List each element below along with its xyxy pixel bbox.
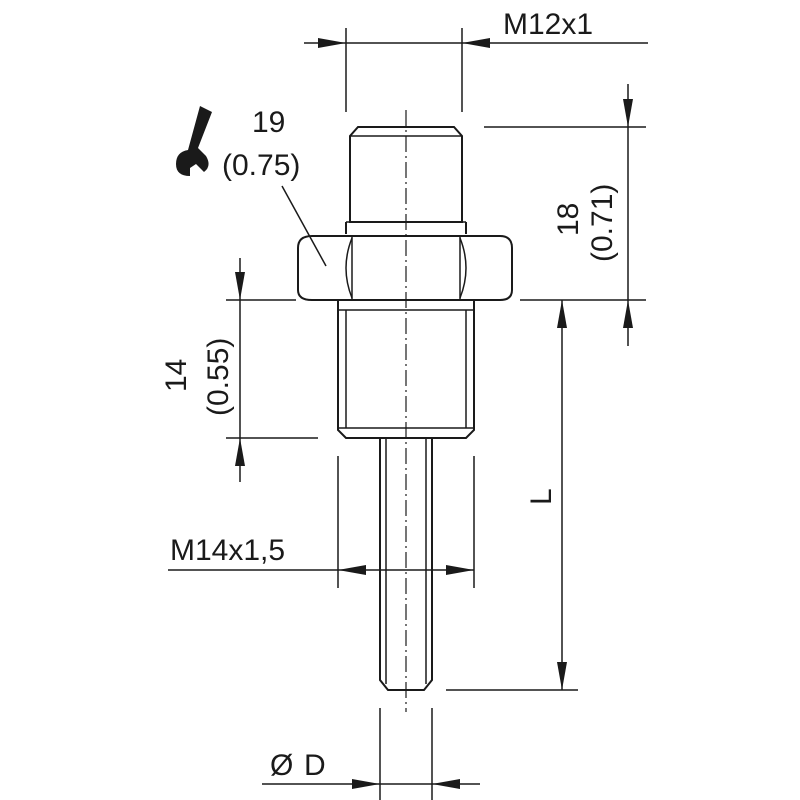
dim-process-thread: M14x1,5	[168, 456, 475, 588]
wrench-icon	[176, 106, 212, 176]
thread-length-mm: 14	[160, 359, 193, 392]
wrench-size-in: (0.75)	[222, 149, 300, 182]
diameter-symbol: Ø	[270, 749, 293, 782]
dim-connector-thread: M12x1	[304, 8, 648, 112]
height-mm: 18	[552, 203, 585, 236]
process-thread-label: M14x1,5	[170, 534, 285, 567]
thread-length-in: (0.55)	[202, 338, 235, 416]
wrench-size-mm: 19	[252, 106, 285, 139]
hex-nut	[297, 235, 513, 301]
dim-probe-length: L	[446, 300, 578, 691]
dim-wrench-size: 19 (0.75)	[176, 106, 327, 267]
sensor-body	[297, 126, 513, 691]
probe-length-label: L	[525, 488, 558, 505]
connector-thread-label: M12x1	[503, 8, 593, 41]
height-in: (0.71)	[586, 184, 619, 262]
dim-height: 18 (0.71)	[484, 84, 646, 346]
diameter-label: D	[304, 749, 326, 782]
dim-thread-length: 14 (0.55)	[160, 258, 318, 482]
dim-diameter: Ø D	[262, 708, 480, 800]
